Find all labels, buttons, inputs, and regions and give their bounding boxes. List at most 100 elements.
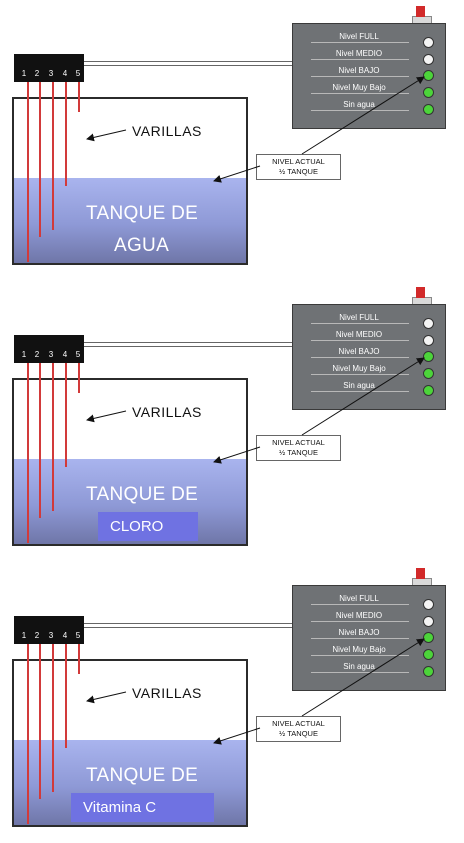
connector-number: 3 [48, 69, 54, 78]
sensor-rod-4 [65, 644, 67, 748]
level-divider [311, 655, 409, 656]
sensor-rod-2 [39, 644, 41, 799]
indicator-led-icon [423, 599, 434, 610]
note-line-1: NIVEL ACTUAL [272, 157, 325, 166]
connector-number: 5 [75, 69, 81, 78]
current-level-note: NIVEL ACTUAL ½ TANQUE [256, 154, 341, 180]
indicator-led-icon [423, 335, 434, 346]
level-divider [311, 323, 409, 324]
arrow-icon [301, 357, 425, 436]
connector-number: 5 [75, 350, 81, 359]
sensor-rod-1 [27, 363, 29, 543]
level-divider [311, 59, 409, 60]
level-divider [311, 76, 409, 77]
indicator-led-icon [423, 54, 434, 65]
indicator-led-icon [423, 70, 434, 81]
sensor-rod-4 [65, 82, 67, 186]
level-divider [311, 604, 409, 605]
sensor-rod-3 [52, 363, 54, 511]
arrow-icon [86, 129, 127, 142]
sensor-rod-3 [52, 82, 54, 230]
arrow-icon [86, 410, 127, 423]
note-line-2: ½ TANQUE [279, 729, 318, 738]
arrow-icon [301, 76, 425, 155]
level-divider [311, 42, 409, 43]
indicator-led-icon [423, 649, 434, 660]
indicator-led-icon [423, 632, 434, 643]
level-divider [311, 357, 409, 358]
tank-subtitle: AGUA [114, 235, 170, 256]
sensor-rod-2 [39, 82, 41, 237]
arrow-icon [213, 727, 261, 745]
connector-number: 2 [34, 69, 40, 78]
connector-number: 1 [21, 69, 27, 78]
current-level-note: NIVEL ACTUAL ½ TANQUE [256, 716, 341, 742]
level-label: Nivel MEDIO [335, 330, 383, 339]
connector-number: 2 [34, 350, 40, 359]
rods-label: VARILLAS [132, 685, 202, 701]
tank-title: TANQUE DE [86, 484, 199, 505]
arrow-icon [86, 691, 127, 704]
level-divider [311, 638, 409, 639]
sensor-rod-5 [78, 644, 80, 674]
level-label: Nivel Muy Bajo [332, 645, 386, 654]
indicator-led-icon [423, 87, 434, 98]
arrows-overlay [86, 76, 425, 183]
level-divider [311, 672, 409, 673]
level-label: Nivel FULL [339, 594, 379, 603]
level-divider [311, 621, 409, 622]
arrow-icon [301, 638, 425, 717]
indicator-led-icon [423, 616, 434, 627]
level-label: Nivel BAJO [338, 347, 380, 356]
level-label: Nivel BAJO [338, 628, 380, 637]
tank-title: TANQUE DE [86, 203, 199, 224]
connector-number: 4 [62, 631, 68, 640]
tank-title: TANQUE DE [86, 765, 199, 786]
note-line-1: NIVEL ACTUAL [272, 719, 325, 728]
rods-label: VARILLAS [132, 404, 202, 420]
arrows-overlay [86, 357, 425, 464]
sensor-rod-5 [78, 363, 80, 393]
sensor-rod-5 [78, 82, 80, 112]
red-knob-icon [416, 568, 425, 579]
red-knob-icon [416, 287, 425, 298]
indicator-led-icon [423, 368, 434, 379]
level-label: Nivel Muy Bajo [332, 83, 386, 92]
note-line-2: ½ TANQUE [279, 448, 318, 457]
tank-subtitle-box: CLORO [98, 512, 198, 541]
level-label: Nivel BAJO [338, 66, 380, 75]
level-divider [311, 110, 409, 111]
connector-number: 4 [62, 350, 68, 359]
rods-label: VARILLAS [132, 123, 202, 139]
connector-number: 3 [48, 350, 54, 359]
arrow-icon [213, 165, 261, 183]
signal-cable [84, 623, 292, 628]
indicator-led-icon [423, 351, 434, 362]
level-divider [311, 391, 409, 392]
level-label: Nivel MEDIO [335, 611, 383, 620]
level-label: Sin agua [343, 100, 375, 109]
indicator-led-icon [423, 37, 434, 48]
sensor-rod-1 [27, 82, 29, 262]
signal-cable [84, 342, 292, 347]
level-label: Nivel MEDIO [335, 49, 383, 58]
connector-number: 3 [48, 631, 54, 640]
level-divider [311, 374, 409, 375]
level-label: Nivel Muy Bajo [332, 364, 386, 373]
current-level-note: NIVEL ACTUAL ½ TANQUE [256, 435, 341, 461]
level-divider [311, 340, 409, 341]
indicator-led-icon [423, 318, 434, 329]
note-line-2: ½ TANQUE [279, 167, 318, 176]
sensor-rod-2 [39, 363, 41, 518]
connector-number: 2 [34, 631, 40, 640]
red-knob-icon [416, 6, 425, 17]
tank-subtitle-box: Vitamina C [71, 793, 214, 822]
connector-number: 4 [62, 69, 68, 78]
indicator-led-icon [423, 385, 434, 396]
arrow-icon [213, 446, 261, 464]
level-label: Nivel FULL [339, 313, 379, 322]
